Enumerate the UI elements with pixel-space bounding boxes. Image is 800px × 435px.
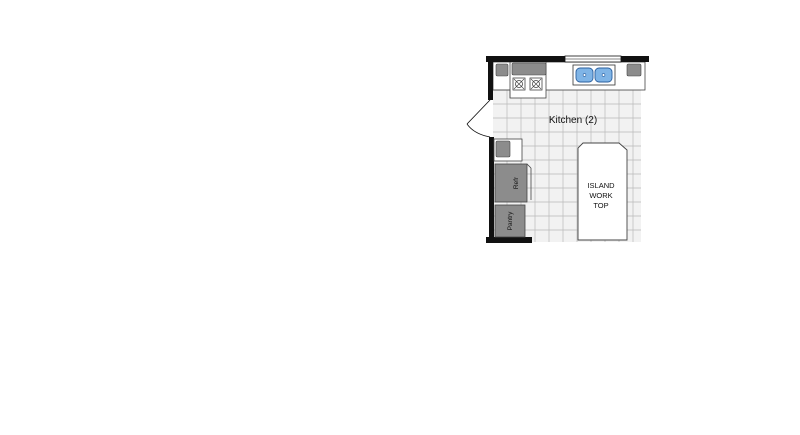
- room-label: Kitchen (2): [549, 115, 597, 126]
- island-label-line-1: ISLAND: [587, 181, 615, 190]
- left-cabinets: Refr Pantry: [493, 138, 532, 238]
- range-hood: [511, 62, 547, 76]
- wall-bottom: [486, 237, 532, 243]
- island-work-top: [577, 142, 628, 241]
- cooktop: [512, 77, 543, 91]
- pantry: [494, 204, 526, 238]
- corner-cabinet-right: [626, 63, 642, 77]
- window: [564, 55, 622, 63]
- burner-grate: [513, 78, 525, 90]
- fridge-label: Refr: [513, 176, 520, 189]
- drain-right: [601, 73, 606, 77]
- door: [466, 99, 491, 138]
- burner-grate: [530, 78, 542, 90]
- counter-edge: [493, 89, 511, 98]
- wall-top-left: [486, 56, 565, 62]
- wall-top-right: [621, 56, 649, 62]
- wall-left-upper: [488, 62, 493, 100]
- island-label-line-3: TOP: [593, 201, 608, 210]
- burner-ring: [515, 80, 523, 88]
- door-leaf: [466, 99, 491, 125]
- burner-ring: [532, 80, 540, 88]
- door-swing-arc: [466, 123, 491, 138]
- corner-cabinet-left: [495, 63, 509, 77]
- cabinet-block: [495, 140, 511, 158]
- wall-left-lower: [489, 137, 494, 242]
- double-sink: [572, 64, 616, 86]
- walls: [486, 56, 649, 243]
- refrigerator: [494, 163, 528, 203]
- pantry-label: Pantry: [507, 211, 514, 231]
- island-label-line-2: WORK: [589, 191, 612, 200]
- drain-left: [582, 73, 587, 77]
- fridge-door-edge: [526, 163, 532, 169]
